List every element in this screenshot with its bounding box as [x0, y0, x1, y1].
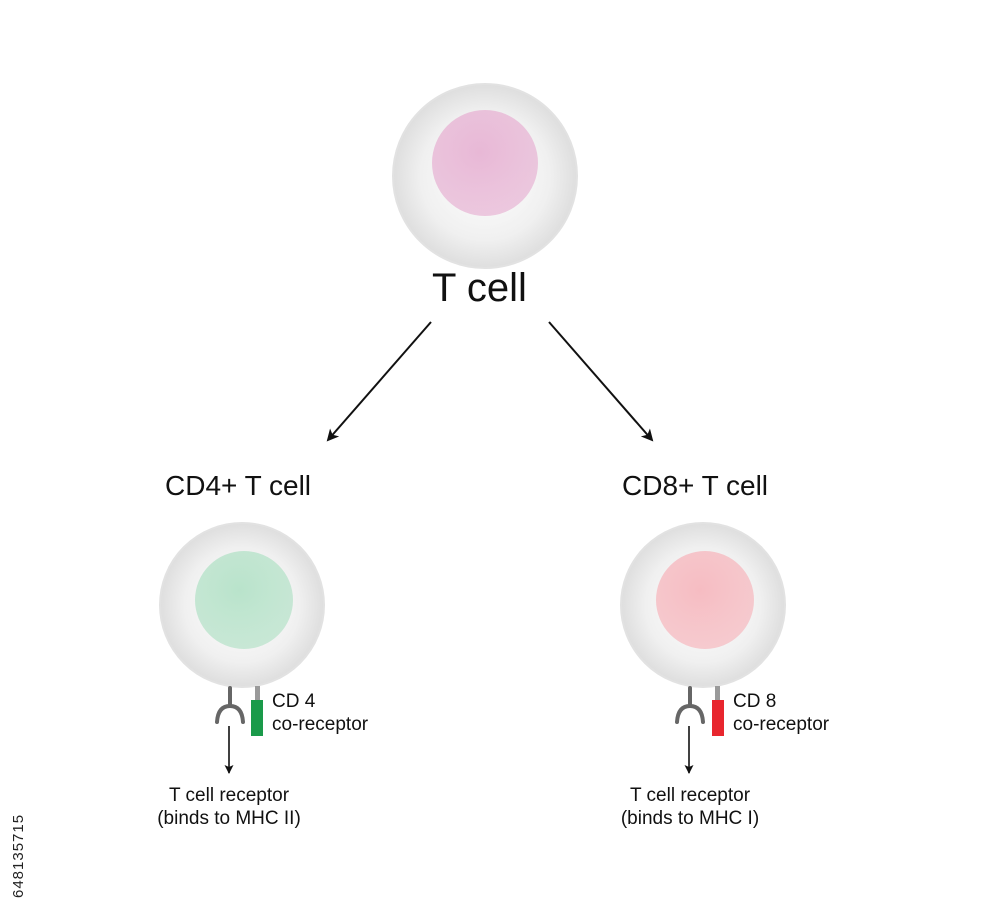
- cd8-coreceptor-bar: [712, 700, 724, 736]
- cd4-t-cell: [159, 522, 325, 688]
- cd4-coreceptor-label: CD 4 co-receptor: [272, 690, 368, 736]
- arrow-to-cd8: [548, 321, 654, 442]
- cd4-receptor-label: T cell receptor (binds to MHC II): [129, 784, 329, 830]
- cd8-t-cell: [620, 522, 786, 688]
- cd4-cell-label: CD4+ T cell: [165, 470, 312, 501]
- cd8-coreceptor-role: co-receptor: [733, 714, 830, 735]
- cd4-coreceptor-role: co-receptor: [272, 714, 369, 735]
- cd8-coreceptor-label: CD 8 co-receptor: [733, 690, 829, 736]
- cd4-receptor-note: (binds to MHC II): [157, 808, 301, 829]
- cd8-coreceptor-stem: [715, 686, 720, 700]
- cd4-cell-nucleus: [195, 551, 293, 649]
- arrow-to-cd4: [326, 321, 432, 442]
- cd4-tcr-receptor: [215, 686, 245, 724]
- cd4-coreceptor-bar: [251, 700, 263, 736]
- root-cell-label: T cell: [432, 266, 527, 310]
- root-t-cell: [392, 83, 578, 269]
- cd4-receptor-title: T cell receptor: [168, 785, 290, 806]
- cd8-receptor-title: T cell receptor: [629, 785, 751, 806]
- cd8-receptor-label: T cell receptor (binds to MHC I): [590, 784, 790, 830]
- cd4-coreceptor-stem: [255, 686, 260, 700]
- cd4-coreceptor-name: CD 4: [272, 691, 316, 712]
- cd8-receptor-note: (binds to MHC I): [620, 808, 760, 829]
- root-cell-nucleus: [432, 110, 538, 216]
- cd8-cell-nucleus: [656, 551, 754, 649]
- cd8-coreceptor-name: CD 8: [733, 691, 777, 712]
- cd8-tcr-receptor: [675, 686, 705, 724]
- cd8-cell-label: CD8+ T cell: [622, 470, 769, 501]
- stock-id-watermark: 648135715: [10, 813, 27, 898]
